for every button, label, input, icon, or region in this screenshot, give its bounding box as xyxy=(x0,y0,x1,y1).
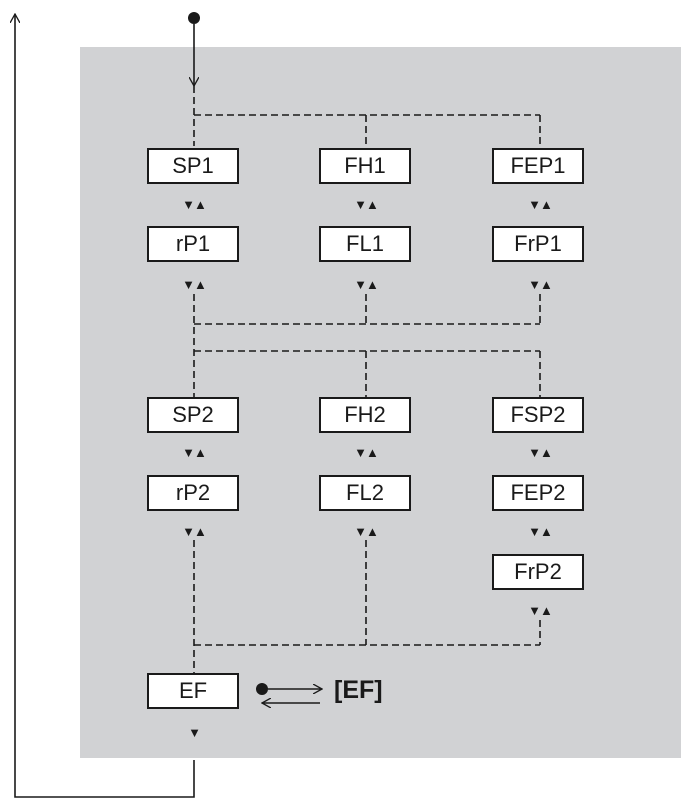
menu-item-fsp2[interactable]: FSP2 xyxy=(492,397,584,433)
nav-arrows-icon: ▼▲ xyxy=(528,277,553,292)
menu-item-sp1[interactable]: SP1 xyxy=(147,148,239,184)
menu-item-frp1[interactable]: FrP1 xyxy=(492,226,584,262)
nav-arrows-icon: ▼▲ xyxy=(182,445,207,460)
nav-arrows-icon: ▼▲ xyxy=(354,445,379,460)
menu-item-rp2[interactable]: rP2 xyxy=(147,475,239,511)
down-arrow-icon: ▼ xyxy=(188,725,201,740)
menu-item-fh1[interactable]: FH1 xyxy=(319,148,411,184)
nav-arrows-icon: ▼▲ xyxy=(528,603,553,618)
nav-arrows-icon: ▼▲ xyxy=(182,524,207,539)
menu-item-sp2[interactable]: SP2 xyxy=(147,397,239,433)
nav-arrows-icon: ▼▲ xyxy=(354,524,379,539)
menu-item-fep1[interactable]: FEP1 xyxy=(492,148,584,184)
menu-item-fh2[interactable]: FH2 xyxy=(319,397,411,433)
menu-item-fep2[interactable]: FEP2 xyxy=(492,475,584,511)
return-loop-arrow xyxy=(15,14,195,798)
nav-arrows-icon: ▼▲ xyxy=(528,197,553,212)
menu-item-frp2[interactable]: FrP2 xyxy=(492,554,584,590)
menu-item-fl1[interactable]: FL1 xyxy=(319,226,411,262)
nav-arrows-icon: ▼▲ xyxy=(528,524,553,539)
nav-arrows-icon: ▼▲ xyxy=(528,445,553,460)
entry-dot xyxy=(188,12,200,24)
ef-dot xyxy=(256,683,268,695)
nav-arrows-icon: ▼▲ xyxy=(182,197,207,212)
nav-arrows-icon: ▼▲ xyxy=(354,197,379,212)
nav-arrows-icon: ▼▲ xyxy=(182,277,207,292)
menu-item-ef[interactable]: EF xyxy=(147,673,239,709)
nav-arrows-icon: ▼▲ xyxy=(354,277,379,292)
menu-item-fl2[interactable]: FL2 xyxy=(319,475,411,511)
ef-submenu-label: [EF] xyxy=(334,676,383,704)
menu-item-rp1[interactable]: rP1 xyxy=(147,226,239,262)
